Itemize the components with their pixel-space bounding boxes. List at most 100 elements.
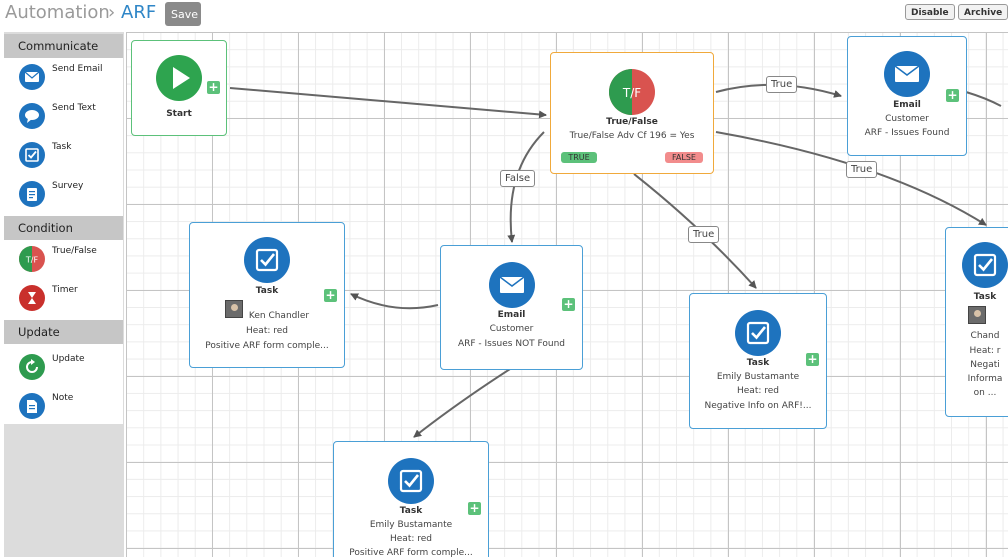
sidebar-item-send-text[interactable]: Send Text: [4, 99, 123, 137]
disable-button[interactable]: Disable: [905, 4, 955, 20]
sidebar-section-communicate: Communicate: [4, 34, 123, 58]
archive-button[interactable]: Archive: [958, 4, 1008, 20]
node-task-emily-positive[interactable]: Task Emily Bustamante Heat: red Positive…: [333, 441, 489, 557]
play-icon: [156, 55, 202, 101]
node-start[interactable]: Start +: [131, 40, 227, 136]
true-false-icon: T/F: [19, 246, 45, 272]
node-email-issues-not-found[interactable]: Email Customer ARF - Issues NOT Found +: [440, 245, 583, 370]
sidebar-item-send-email[interactable]: Send Email: [4, 60, 123, 98]
node-heat: Heat: r: [969, 346, 1001, 356]
edge-email-to-task-ken: [350, 293, 439, 310]
sidebar-item-label: Update: [52, 354, 85, 364]
node-title: Start: [166, 109, 192, 119]
add-step-button[interactable]: +: [562, 297, 575, 311]
page-title: ARF: [121, 2, 157, 23]
node-heat: Heat: red: [246, 326, 288, 336]
node-assignee: Emily Bustamante: [369, 520, 453, 530]
edge-label-true[interactable]: True: [846, 161, 878, 178]
sidebar-item-label: Note: [52, 393, 74, 403]
checkbox-icon: [388, 458, 434, 504]
node-recipient: Customer: [885, 114, 929, 124]
checkbox-icon: [19, 142, 45, 168]
node-assignee: Emily Bustamante: [716, 372, 800, 382]
avatar: [225, 300, 243, 318]
edge-label-false[interactable]: False: [500, 170, 536, 187]
checkbox-icon: [244, 237, 290, 283]
node-note: Positive ARF form comple...: [205, 341, 329, 351]
save-button[interactable]: Save: [165, 2, 201, 26]
node-note: Informa: [967, 374, 1003, 384]
sidebar-item-note[interactable]: Note: [4, 389, 123, 427]
svg-text:T/F: T/F: [622, 86, 641, 100]
sidebar-item-timer[interactable]: Timer: [4, 281, 123, 319]
hourglass-icon: [19, 285, 45, 311]
node-note: Positive ARF form comple...: [349, 548, 473, 557]
node-title: Task: [255, 286, 279, 296]
node-condition: True/False Adv Cf 196 = Yes: [569, 131, 695, 141]
add-step-button[interactable]: +: [468, 501, 481, 515]
sidebar-panel-communicate: Send Email Send Text Task Survey: [4, 58, 123, 216]
add-step-button[interactable]: +: [946, 88, 959, 102]
refresh-icon: [19, 354, 45, 380]
sidebar-section-condition: Condition: [4, 216, 123, 240]
edge-label-true[interactable]: True: [688, 226, 720, 243]
node-subject: ARF - Issues Found: [864, 128, 950, 138]
sidebar-item-survey[interactable]: Survey: [4, 177, 123, 215]
node-title: Email: [893, 100, 921, 110]
sidebar-section-update: Update: [4, 320, 123, 344]
node-task-ken[interactable]: Task Ken Chandler Heat: red Positive ARF…: [189, 222, 345, 368]
sidebar-item-true-false[interactable]: T/F True/False: [4, 242, 123, 280]
envelope-icon: [488, 262, 535, 308]
edge-start-to-tf: [229, 87, 547, 119]
node-note: Negative Info on ARF!...: [704, 401, 812, 411]
node-subject: ARF - Issues NOT Found: [457, 339, 566, 349]
node-heat: Heat: red: [737, 386, 779, 396]
node-title: Task: [746, 358, 770, 368]
node-recipient: Customer: [489, 324, 534, 334]
sidebar-panel-condition: T/F True/False Timer: [4, 240, 123, 320]
envelope-icon: [19, 64, 45, 90]
sidebar-panel-update: Update Note: [4, 344, 123, 424]
sidebar-item-label: Timer: [52, 285, 78, 295]
document-icon: [19, 393, 45, 419]
node-title: Task: [399, 506, 423, 516]
node-task-right-partial[interactable]: Task Chand Heat: r Negati Informa on ...: [945, 227, 1008, 417]
edge-email-found-out: [965, 91, 1002, 107]
envelope-icon: [884, 51, 930, 97]
node-title: Email: [497, 310, 526, 320]
checkbox-icon: [735, 310, 781, 356]
edge-email-to-task-bottom: [413, 368, 511, 438]
node-title: Task: [973, 292, 997, 302]
node-note: Negati: [970, 360, 1000, 370]
add-step-button[interactable]: +: [806, 352, 819, 366]
node-title: True/False: [606, 117, 658, 127]
node-note: on ...: [973, 388, 997, 398]
edge-label-true[interactable]: True: [766, 76, 798, 93]
add-step-button[interactable]: +: [207, 80, 220, 94]
breadcrumb-separator: ›: [108, 2, 116, 23]
sidebar: Communicate Send Email Send Text Task Su…: [4, 32, 124, 557]
true-false-icon: T/F: [609, 69, 655, 115]
breadcrumb-automation[interactable]: Automation: [5, 2, 110, 23]
sidebar-item-label: Send Text: [52, 103, 96, 113]
sidebar-item-update[interactable]: Update: [4, 350, 123, 388]
node-assignee: Chand: [970, 331, 1000, 341]
clipboard-icon: [19, 181, 45, 207]
svg-text:T/F: T/F: [25, 256, 39, 265]
true-tag: TRUE: [561, 152, 597, 163]
edge-tf-to-email-notfound: [507, 131, 545, 243]
sidebar-item-label: Survey: [52, 181, 84, 191]
sidebar-item-task[interactable]: Task: [4, 138, 123, 176]
sidebar-item-label: Task: [52, 142, 72, 152]
sidebar-item-label: Send Email: [52, 64, 103, 74]
node-assignee: Ken Chandler: [248, 311, 310, 321]
node-email-issues-found[interactable]: Email Customer ARF - Issues Found +: [847, 36, 967, 156]
workflow-canvas[interactable]: True True True False Start + T/F True/Fa…: [126, 32, 1008, 557]
sidebar-item-label: True/False: [52, 246, 97, 256]
chat-bubble-icon: [19, 103, 45, 129]
node-true-false[interactable]: T/F True/False True/False Adv Cf 196 = Y…: [550, 52, 714, 174]
add-step-button[interactable]: +: [324, 288, 337, 302]
avatar: [968, 306, 986, 324]
node-task-emily-negative[interactable]: Task Emily Bustamante Heat: red Negative…: [689, 293, 827, 429]
node-heat: Heat: red: [390, 534, 432, 544]
